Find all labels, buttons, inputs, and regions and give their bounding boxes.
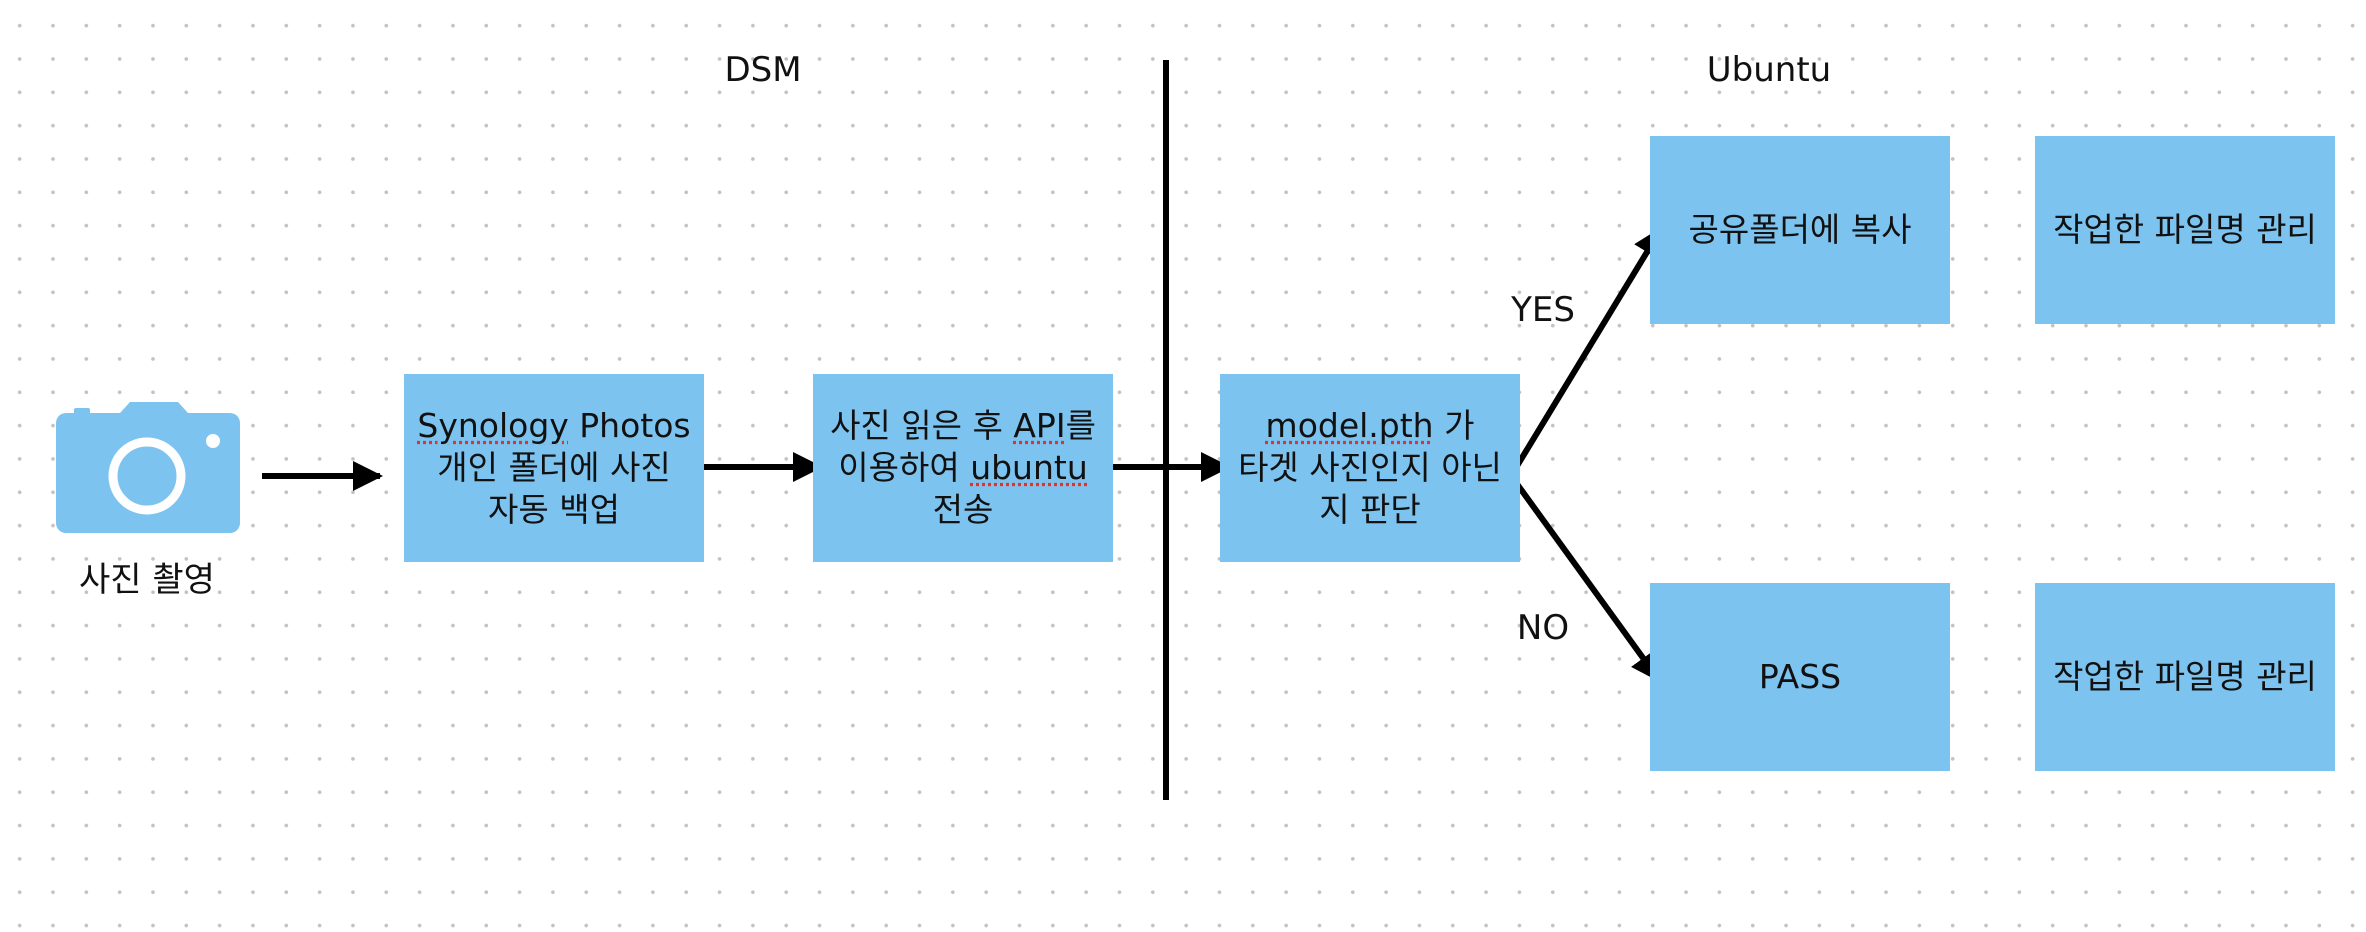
box-api-transfer-line1-post: 를 xyxy=(1065,406,1096,445)
box-api-transfer-line2-word: ubuntu xyxy=(970,448,1088,487)
box-auto-backup-line1-word: Synology xyxy=(417,406,569,445)
box-model-decision-text: model.pth 가 타겟 사진인지 아닌 지 판단 xyxy=(1238,405,1502,531)
box-model-decision-line1-rest: 가 xyxy=(1433,406,1475,445)
box-api-transfer-line1-pre: 사진 읽은 후 xyxy=(830,406,1014,445)
section-label-dsm: DSM xyxy=(724,50,802,90)
box-copy-shared-folder-text: 공유폴더에 복사 xyxy=(1688,210,1912,249)
box-api-transfer-line3: 전송 xyxy=(932,490,994,529)
box-pass-text: PASS xyxy=(1758,657,1842,696)
arrow-model-to-copy xyxy=(1514,226,1664,468)
camera-label: 사진 촬영 xyxy=(79,560,215,600)
box-auto-backup-line3: 자동 백업 xyxy=(488,490,620,529)
box-auto-backup-text: Synology Photos 개인 폴더에 사진 자동 백업 xyxy=(417,405,690,531)
box-copy-shared-folder: 공유폴더에 복사 xyxy=(1650,136,1950,324)
box-manage-filenames-bottom-text: 작업한 파일명 관리 xyxy=(2053,657,2317,696)
branch-label-no: NO xyxy=(1516,608,1570,648)
box-auto-backup-line1-rest: Photos xyxy=(568,406,691,445)
box-model-decision-line1-word: model.pth xyxy=(1265,406,1434,445)
box-api-transfer-line2-pre: 이용하여 xyxy=(838,448,971,487)
branch-label-yes: YES xyxy=(1511,290,1575,330)
box-auto-backup-line2: 개인 폴더에 사진 xyxy=(437,448,671,487)
box-manage-filenames-bottom: 작업한 파일명 관리 xyxy=(2035,583,2335,771)
box-model-decision-line2: 타겟 사진인지 아닌 xyxy=(1238,448,1502,487)
box-model-decision: model.pth 가 타겟 사진인지 아닌 지 판단 xyxy=(1220,374,1520,562)
box-manage-filenames-top: 작업한 파일명 관리 xyxy=(2035,136,2335,324)
box-api-transfer-line1-word: API xyxy=(1013,406,1066,445)
box-api-transfer-text: 사진 읽은 후 API를 이용하여 ubuntu 전송 xyxy=(830,405,1096,531)
box-manage-filenames-top-text: 작업한 파일명 관리 xyxy=(2053,210,2317,249)
arrow-model-to-pass xyxy=(1514,482,1662,683)
box-api-transfer: 사진 읽은 후 API를 이용하여 ubuntu 전송 xyxy=(813,374,1113,562)
box-auto-backup: Synology Photos 개인 폴더에 사진 자동 백업 xyxy=(404,374,704,562)
box-model-decision-line3: 지 판단 xyxy=(1319,490,1421,529)
box-pass: PASS xyxy=(1650,583,1950,771)
section-label-ubuntu: Ubuntu xyxy=(1706,50,1832,90)
